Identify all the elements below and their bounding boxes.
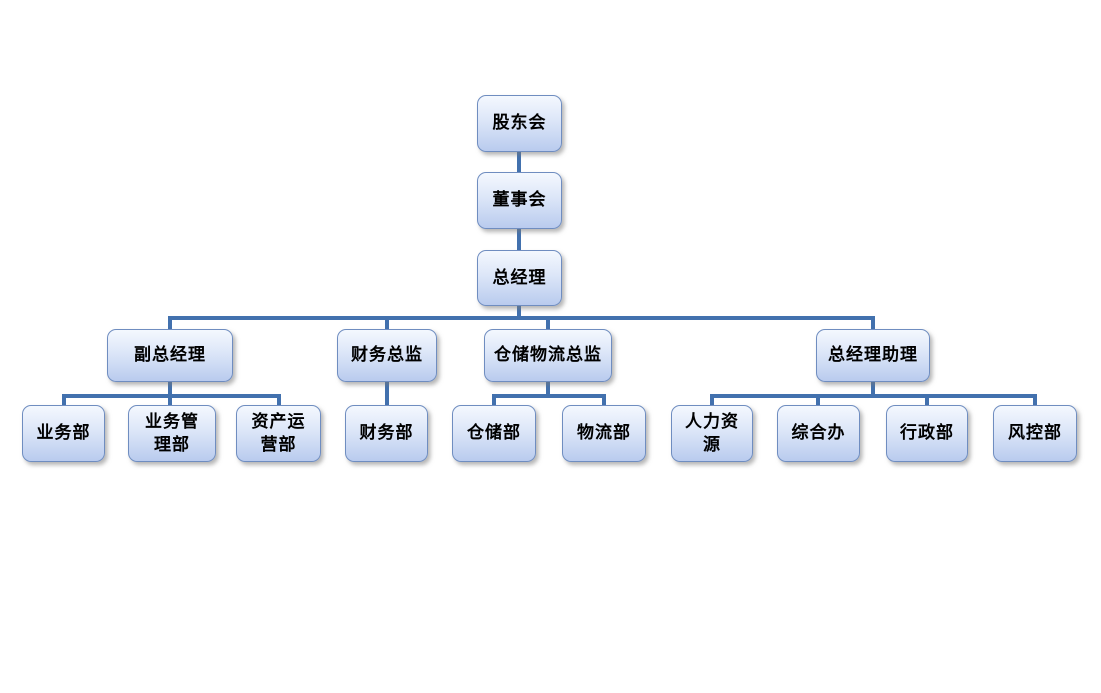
connector-shareholders-board [517,151,521,173]
connector-board-gm [517,228,521,251]
org-node-business-dept: 业务部 [22,405,105,462]
org-node-gm-assistant: 总经理助理 [816,329,930,382]
org-node-label: 风控部 [1008,423,1062,443]
connector-stub-general-office [816,394,820,405]
connector-assistant-bus [710,394,1037,398]
org-node-board-of-directors: 董事会 [477,172,562,229]
connector-warehouse-bus [492,394,606,398]
org-node-finance-dept: 财务部 [345,405,428,462]
connector-stub-asset-operations-dept [277,394,281,405]
connector-stub-human-resources [710,394,714,405]
org-node-label: 总经理助理 [828,345,918,365]
org-node-label: 行政部 [900,423,954,443]
connector-gm-mainbus [517,305,521,320]
connector-stub-risk-control-dept [1033,394,1037,405]
org-node-label: 财务总监 [351,345,423,365]
org-node-label: 仓储部 [467,423,521,443]
org-node-warehouse-logistics-director: 仓储物流总监 [484,329,612,382]
connector-stub-warehouse-dept [492,394,496,405]
org-node-finance-director: 财务总监 [337,329,437,382]
connector-stub-logistics-dept [602,394,606,405]
org-node-deputy-general-manager: 副总经理 [107,329,233,382]
org-node-business-management-dept: 业务管理部 [128,405,216,462]
org-node-label: 业务部 [36,423,91,443]
connector-bus-gm-assistant [871,316,875,330]
org-node-label: 股东会 [492,113,547,133]
org-node-label: 人力资源 [685,412,739,454]
connector-stub-business-dept [62,394,66,405]
org-node-label: 仓储物流总监 [494,345,602,365]
org-node-label: 财务部 [359,423,414,443]
connector-stub-administration-dept [925,394,929,405]
org-node-asset-operations-dept: 资产运营部 [236,405,321,462]
org-node-label: 物流部 [577,423,631,443]
connector-bus-deputy-gm [168,316,172,330]
org-node-label: 业务管理部 [145,412,199,454]
connector-deputy-bus [62,394,281,398]
org-node-warehouse-dept: 仓储部 [452,405,536,462]
org-node-logistics-dept: 物流部 [562,405,646,462]
org-node-label: 董事会 [492,190,547,210]
org-node-shareholders-meeting: 股东会 [477,95,562,152]
org-node-risk-control-dept: 风控部 [993,405,1077,462]
connector-warehouse-logistics-down [546,382,550,398]
connector-deputy-gm-down [168,382,172,405]
org-node-label: 副总经理 [134,345,206,365]
connector-bus-finance-director [385,316,389,330]
org-node-human-resources: 人力资源 [671,405,753,462]
connector-gm-assistant-down [871,382,875,398]
org-node-label: 总经理 [492,267,547,287]
org-node-general-office: 综合办 [777,405,860,462]
connector-bus-warehouse-logistics-director [546,316,550,330]
org-node-administration-dept: 行政部 [886,405,968,462]
connector-main-bus [168,316,875,320]
org-node-general-manager: 总经理 [477,250,562,306]
org-node-label: 资产运营部 [251,412,306,454]
org-node-label: 综合办 [791,423,846,443]
connector-finance-director-down [385,382,389,405]
